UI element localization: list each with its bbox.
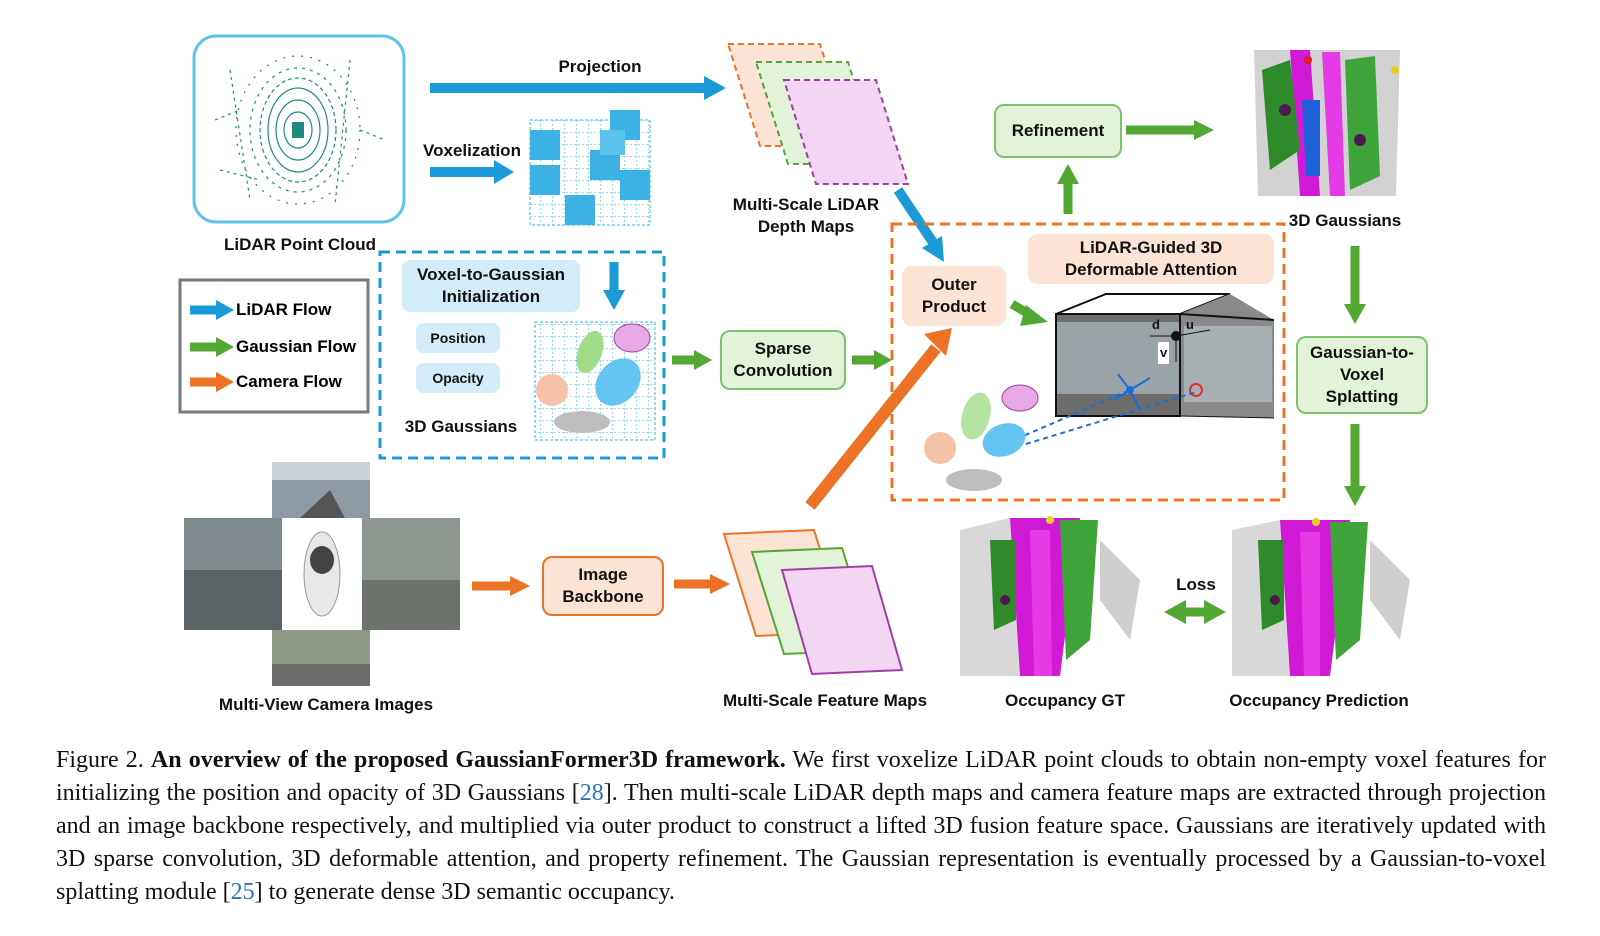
attn-v-label: v: [1158, 342, 1170, 364]
lidar-depth-maps-label: Multi-Scale LiDAR Depth Maps: [732, 195, 880, 236]
projection-label: Projection: [558, 57, 642, 76]
voxelization-label: Voxelization: [423, 141, 521, 160]
arrow-splatting-to-prediction: [1344, 424, 1366, 506]
arrow-sparse-to-outer: [852, 350, 892, 370]
depth-to-outer-arrow: [893, 187, 944, 262]
caption-text-3: ] to generate dense 3D semantic occupanc…: [254, 879, 675, 905]
gaussians-3d-cloud: [1250, 44, 1410, 200]
occupancy-prediction-image: [1232, 518, 1410, 676]
opacity-box: Opacity: [416, 363, 500, 393]
refinement-box: Refinement: [994, 104, 1122, 158]
attn-d-label: d: [1152, 317, 1160, 332]
lidar-depth-maps: [726, 43, 910, 185]
figure-caption: Figure 2. An overview of the proposed Ga…: [56, 744, 1546, 909]
attention-gaussians: [924, 384, 1039, 491]
gaussians-grid: [534, 321, 656, 441]
voxel-cube: [529, 110, 651, 226]
loss-label: Loss: [1176, 575, 1216, 594]
lidar-point-cloud-image: [192, 34, 406, 224]
caption-text-2: ]. Then multi-scale LiDAR depth maps and…: [56, 780, 1547, 905]
attention-frame: [890, 222, 1286, 502]
occupancy-prediction-label: Occupancy Prediction: [1229, 691, 1409, 710]
multi-view-label: Multi-View Camera Images: [218, 695, 434, 714]
caption-title: An overview of the proposed GaussianForm…: [150, 747, 786, 773]
legend-lidar-arrow: [190, 300, 234, 320]
arrow-backbone-to-features: [674, 574, 730, 594]
position-box: Position: [416, 323, 500, 353]
framework-figure: Projection Voxelization LiDAR Point Clou…: [178, 34, 1428, 714]
feature-maps: [722, 528, 904, 676]
projection-arrow: [430, 76, 726, 100]
legend-camera-flow: Camera Flow: [236, 372, 342, 391]
figure-graphics: [178, 34, 1410, 686]
voxel-to-gaussian-frame: [378, 250, 666, 460]
occupancy-gt-label: Occupancy GT: [1005, 691, 1125, 710]
legend-gaussian-flow: Gaussian Flow: [236, 337, 356, 356]
gaussians-3d-right-label: 3D Gaussians: [1288, 211, 1402, 230]
citation-28[interactable]: 28: [579, 780, 604, 806]
gaussians-3d-left-label: 3D Gaussians: [404, 417, 518, 436]
legend-camera-arrow: [190, 372, 234, 392]
lidar-guided-attention-box: LiDAR-Guided 3D Deformable Attention: [1028, 234, 1274, 284]
arrow-refinement-to-gaussians: [1126, 120, 1214, 140]
attn-u-label: u: [1186, 317, 1194, 332]
gaussian-to-voxel-box: Gaussian-to- Voxel Splatting: [1296, 336, 1428, 414]
attention-rays: [999, 389, 1197, 453]
outer-product-box: Outer Product: [902, 266, 1006, 326]
arrow-camera-to-backbone: [472, 576, 530, 596]
occupancy-gt-image: [960, 516, 1140, 676]
citation-25[interactable]: 25: [230, 879, 255, 905]
arrow-features-to-outer: [805, 328, 952, 510]
loss-arrow: [1164, 600, 1226, 624]
sparse-convolution-box: Sparse Convolution: [720, 330, 846, 390]
down-arrow-blue: [603, 262, 625, 310]
lidar-point-cloud-label: LiDAR Point Cloud: [223, 235, 377, 254]
caption-label: Figure 2.: [56, 747, 144, 773]
arrow-outer-to-attention: [1009, 300, 1048, 326]
legend-lidar-flow: LiDAR Flow: [236, 300, 332, 319]
feature-maps-label: Multi-Scale Feature Maps: [722, 691, 928, 710]
image-backbone-box: Image Backbone: [542, 556, 664, 616]
legend-gaussian-arrow: [190, 337, 234, 357]
voxelization-arrow: [430, 160, 514, 184]
voxel-to-gaussian-box: Voxel-to-Gaussian Initialization: [402, 260, 580, 312]
caption-text-1: We first voxelize LiDAR point clouds to …: [56, 747, 1546, 806]
multi-view-camera-images: [184, 462, 460, 686]
arrow-up-to-refinement: [1057, 164, 1079, 214]
arrow-gaussians-to-splatting: [1344, 246, 1366, 324]
arrow-to-sparse-conv: [672, 350, 712, 370]
